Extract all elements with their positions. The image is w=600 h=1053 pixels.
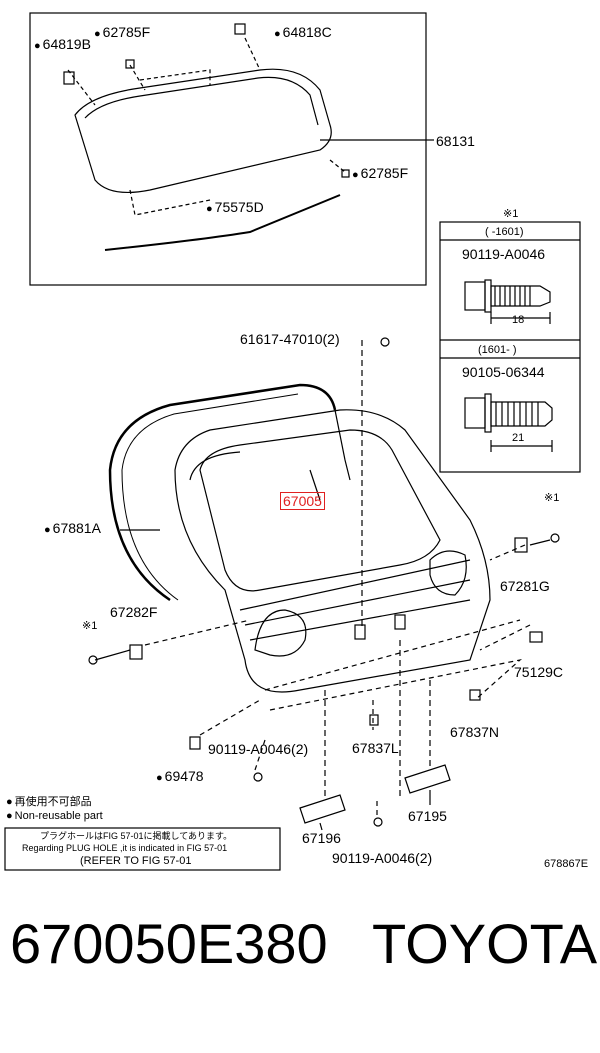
label-67281g: 67281G: [500, 578, 550, 594]
part-number: 670050E380: [10, 912, 328, 975]
label-67837n: 67837N: [450, 724, 500, 740]
asterisk-right: ※1: [544, 492, 560, 504]
detail-lower-part: 90105-06344: [462, 364, 545, 380]
label-67005: 67005: [280, 492, 325, 510]
figure-code: 678867E: [544, 858, 589, 870]
label-90119-bottom: 90119-A0046(2): [332, 850, 433, 866]
label-67282f: 67282F: [110, 604, 158, 620]
label-62785f-right: 62785F: [352, 165, 408, 183]
label-67837l: 67837L: [352, 740, 399, 756]
label-75129c: 75129C: [514, 664, 564, 680]
label-69478: 69478: [156, 768, 204, 786]
brand-name: TOYOTA: [372, 912, 598, 975]
label-68131: 68131: [436, 133, 475, 149]
label-64819b: 64819B: [34, 36, 91, 54]
label-67881a: 67881A: [44, 520, 101, 538]
legend-jp: 再使用不可部品: [6, 796, 92, 809]
detail-upper-dim: 18: [512, 314, 525, 326]
asterisk-left: ※1: [82, 620, 98, 632]
label-90119-left: 90119-A0046(2): [208, 741, 309, 757]
note-line-3: (REFER TO FIG 57-01: [80, 855, 192, 867]
label-64818c: 64818C: [274, 24, 332, 42]
detail-note-mark: ※1: [503, 208, 519, 220]
tailgate-diagram: [4, 12, 581, 871]
footer: 670050E380 TOYOTA: [0, 900, 600, 1020]
label-67196: 67196: [302, 830, 341, 846]
note-line-1: プラグホールはFIG 57-01に掲載してあります。: [40, 831, 233, 841]
detail-upper-part: 90119-A0046: [462, 246, 546, 262]
label-62785f-top: 62785F: [94, 24, 150, 42]
label-67195: 67195: [408, 808, 447, 824]
legend-en: Non-reusable part: [6, 810, 103, 823]
detail-upper-range: ( -1601): [485, 226, 524, 238]
detail-lower-dim: 21: [512, 432, 525, 444]
label-61617-47010: 61617-47010(2): [240, 331, 340, 347]
label-75575d: 75575D: [206, 199, 264, 217]
note-line-2: Regarding PLUG HOLE ,it is indicated in …: [22, 843, 228, 853]
detail-lower-range: (1601- ): [478, 344, 517, 356]
